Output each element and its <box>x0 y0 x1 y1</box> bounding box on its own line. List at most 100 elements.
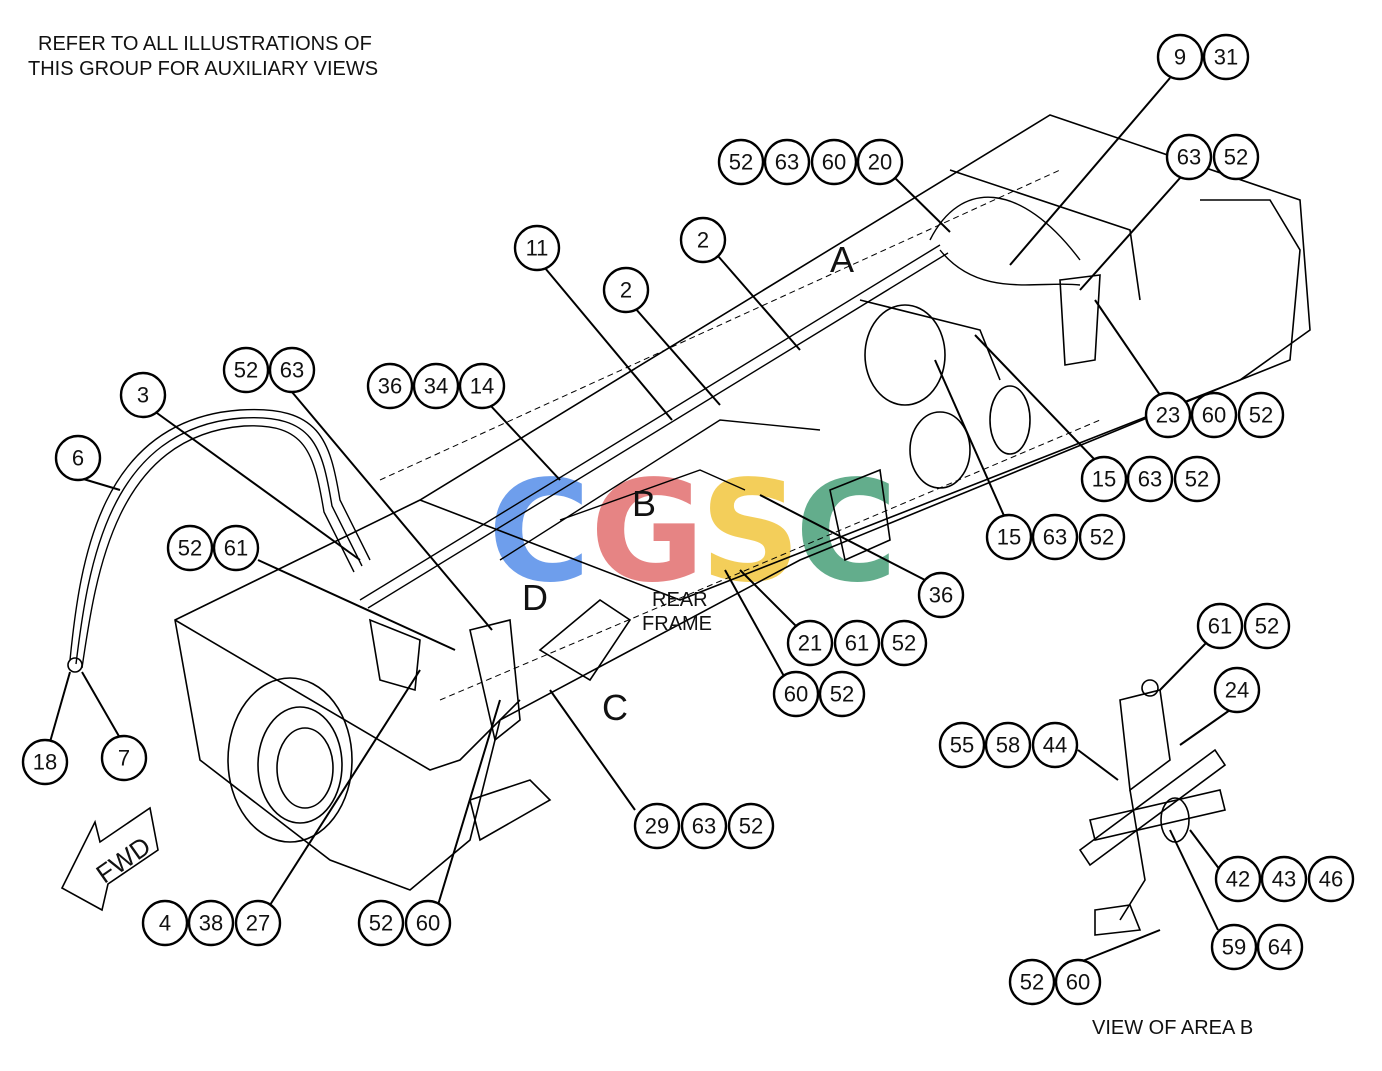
svg-text:52: 52 <box>1224 145 1248 170</box>
callout: 29 <box>633 802 681 850</box>
svg-text:24: 24 <box>1225 678 1249 703</box>
callout: 52 <box>357 899 405 947</box>
callout: 63 <box>763 138 811 186</box>
svg-text:63: 63 <box>692 814 716 839</box>
svg-text:52: 52 <box>1090 525 1114 550</box>
svg-text:52: 52 <box>178 536 202 561</box>
callout: 52 <box>222 346 270 394</box>
callout: 55 <box>938 721 986 769</box>
callout: 27 <box>234 899 282 947</box>
callout: 2 <box>679 216 727 264</box>
rear-frame-label-1: REAR <box>652 589 708 611</box>
callout: 23 <box>1144 391 1192 439</box>
svg-text:36: 36 <box>929 583 953 608</box>
rear-frame-label-2: FRAME <box>642 613 712 635</box>
note-line-2: THIS GROUP FOR AUXILIARY VIEWS <box>28 58 378 80</box>
callout: 24 <box>1213 666 1261 714</box>
callout: 46 <box>1307 855 1355 903</box>
callout: 61 <box>212 524 260 572</box>
svg-text:60: 60 <box>784 682 808 707</box>
callout: 59 <box>1210 923 1258 971</box>
callout: 18 <box>21 738 69 786</box>
callout: 3 <box>119 371 167 419</box>
svg-text:15: 15 <box>997 525 1021 550</box>
svg-text:61: 61 <box>224 536 248 561</box>
svg-text:23: 23 <box>1156 403 1180 428</box>
watermark-letter-c2: C <box>795 451 898 614</box>
svg-text:18: 18 <box>33 750 57 775</box>
callout: 42 <box>1214 855 1262 903</box>
svg-text:21: 21 <box>798 631 822 656</box>
callout: 63 <box>1165 133 1213 181</box>
svg-text:2: 2 <box>697 228 709 253</box>
area-label-c: C <box>602 687 628 728</box>
svg-text:63: 63 <box>1043 525 1067 550</box>
callout: 20 <box>856 138 904 186</box>
fwd-label: FWD <box>91 831 157 890</box>
svg-text:52: 52 <box>892 631 916 656</box>
fwd-arrow: FWD <box>60 806 159 912</box>
area-label-a: A <box>830 239 854 280</box>
callout: 36 <box>366 362 414 410</box>
svg-text:60: 60 <box>822 150 846 175</box>
svg-text:6: 6 <box>72 446 84 471</box>
svg-text:63: 63 <box>280 358 304 383</box>
svg-text:63: 63 <box>1138 467 1162 492</box>
callout: 43 <box>1260 855 1308 903</box>
callout: 4 <box>141 899 189 947</box>
svg-text:52: 52 <box>1249 403 1273 428</box>
svg-text:3: 3 <box>137 383 149 408</box>
svg-text:52: 52 <box>739 814 763 839</box>
svg-text:60: 60 <box>416 911 440 936</box>
svg-text:59: 59 <box>1222 935 1246 960</box>
svg-text:52: 52 <box>369 911 393 936</box>
svg-text:52: 52 <box>1255 614 1279 639</box>
svg-text:4: 4 <box>159 911 171 936</box>
svg-text:11: 11 <box>526 236 549 261</box>
callout: 52 <box>166 524 214 572</box>
callout: 52 <box>1078 513 1126 561</box>
callout: 58 <box>984 721 1032 769</box>
leader-lines <box>49 77 1231 963</box>
svg-text:52: 52 <box>830 682 854 707</box>
callout: 52 <box>1243 602 1291 650</box>
callout: 11 <box>513 224 561 272</box>
callout: 34 <box>412 362 460 410</box>
svg-text:15: 15 <box>1092 467 1116 492</box>
svg-text:36: 36 <box>378 374 402 399</box>
svg-text:43: 43 <box>1272 867 1296 892</box>
svg-text:63: 63 <box>1177 145 1201 170</box>
area-label-d: D <box>522 577 548 618</box>
area-label-b: B <box>632 483 656 524</box>
callout: 60 <box>772 670 820 718</box>
svg-text:31: 31 <box>1214 45 1238 70</box>
callout: 52 <box>1008 958 1056 1006</box>
callout: 63 <box>268 346 316 394</box>
callout: 52 <box>880 619 928 667</box>
callout: 44 <box>1031 721 1079 769</box>
callout: 52 <box>1212 133 1260 181</box>
svg-text:42: 42 <box>1226 867 1250 892</box>
callout: 52 <box>1237 391 1285 439</box>
callout: 52 <box>717 138 765 186</box>
watermark-letter-s: S <box>700 451 801 614</box>
callout: 52 <box>818 670 866 718</box>
svg-text:14: 14 <box>470 374 494 399</box>
svg-text:60: 60 <box>1066 970 1090 995</box>
callout: 63 <box>1126 455 1174 503</box>
svg-text:52: 52 <box>729 150 753 175</box>
svg-text:34: 34 <box>424 374 448 399</box>
svg-text:60: 60 <box>1202 403 1226 428</box>
callout: 6 <box>54 434 102 482</box>
callout: 31 <box>1202 33 1250 81</box>
svg-text:55: 55 <box>950 733 974 758</box>
callout: 2 <box>602 266 650 314</box>
callout: 60 <box>404 899 452 947</box>
svg-text:44: 44 <box>1043 733 1067 758</box>
svg-text:2: 2 <box>620 278 632 303</box>
callout: 52 <box>1173 455 1221 503</box>
callout: 60 <box>810 138 858 186</box>
svg-text:52: 52 <box>1185 467 1209 492</box>
svg-text:46: 46 <box>1319 867 1343 892</box>
svg-text:61: 61 <box>845 631 869 656</box>
